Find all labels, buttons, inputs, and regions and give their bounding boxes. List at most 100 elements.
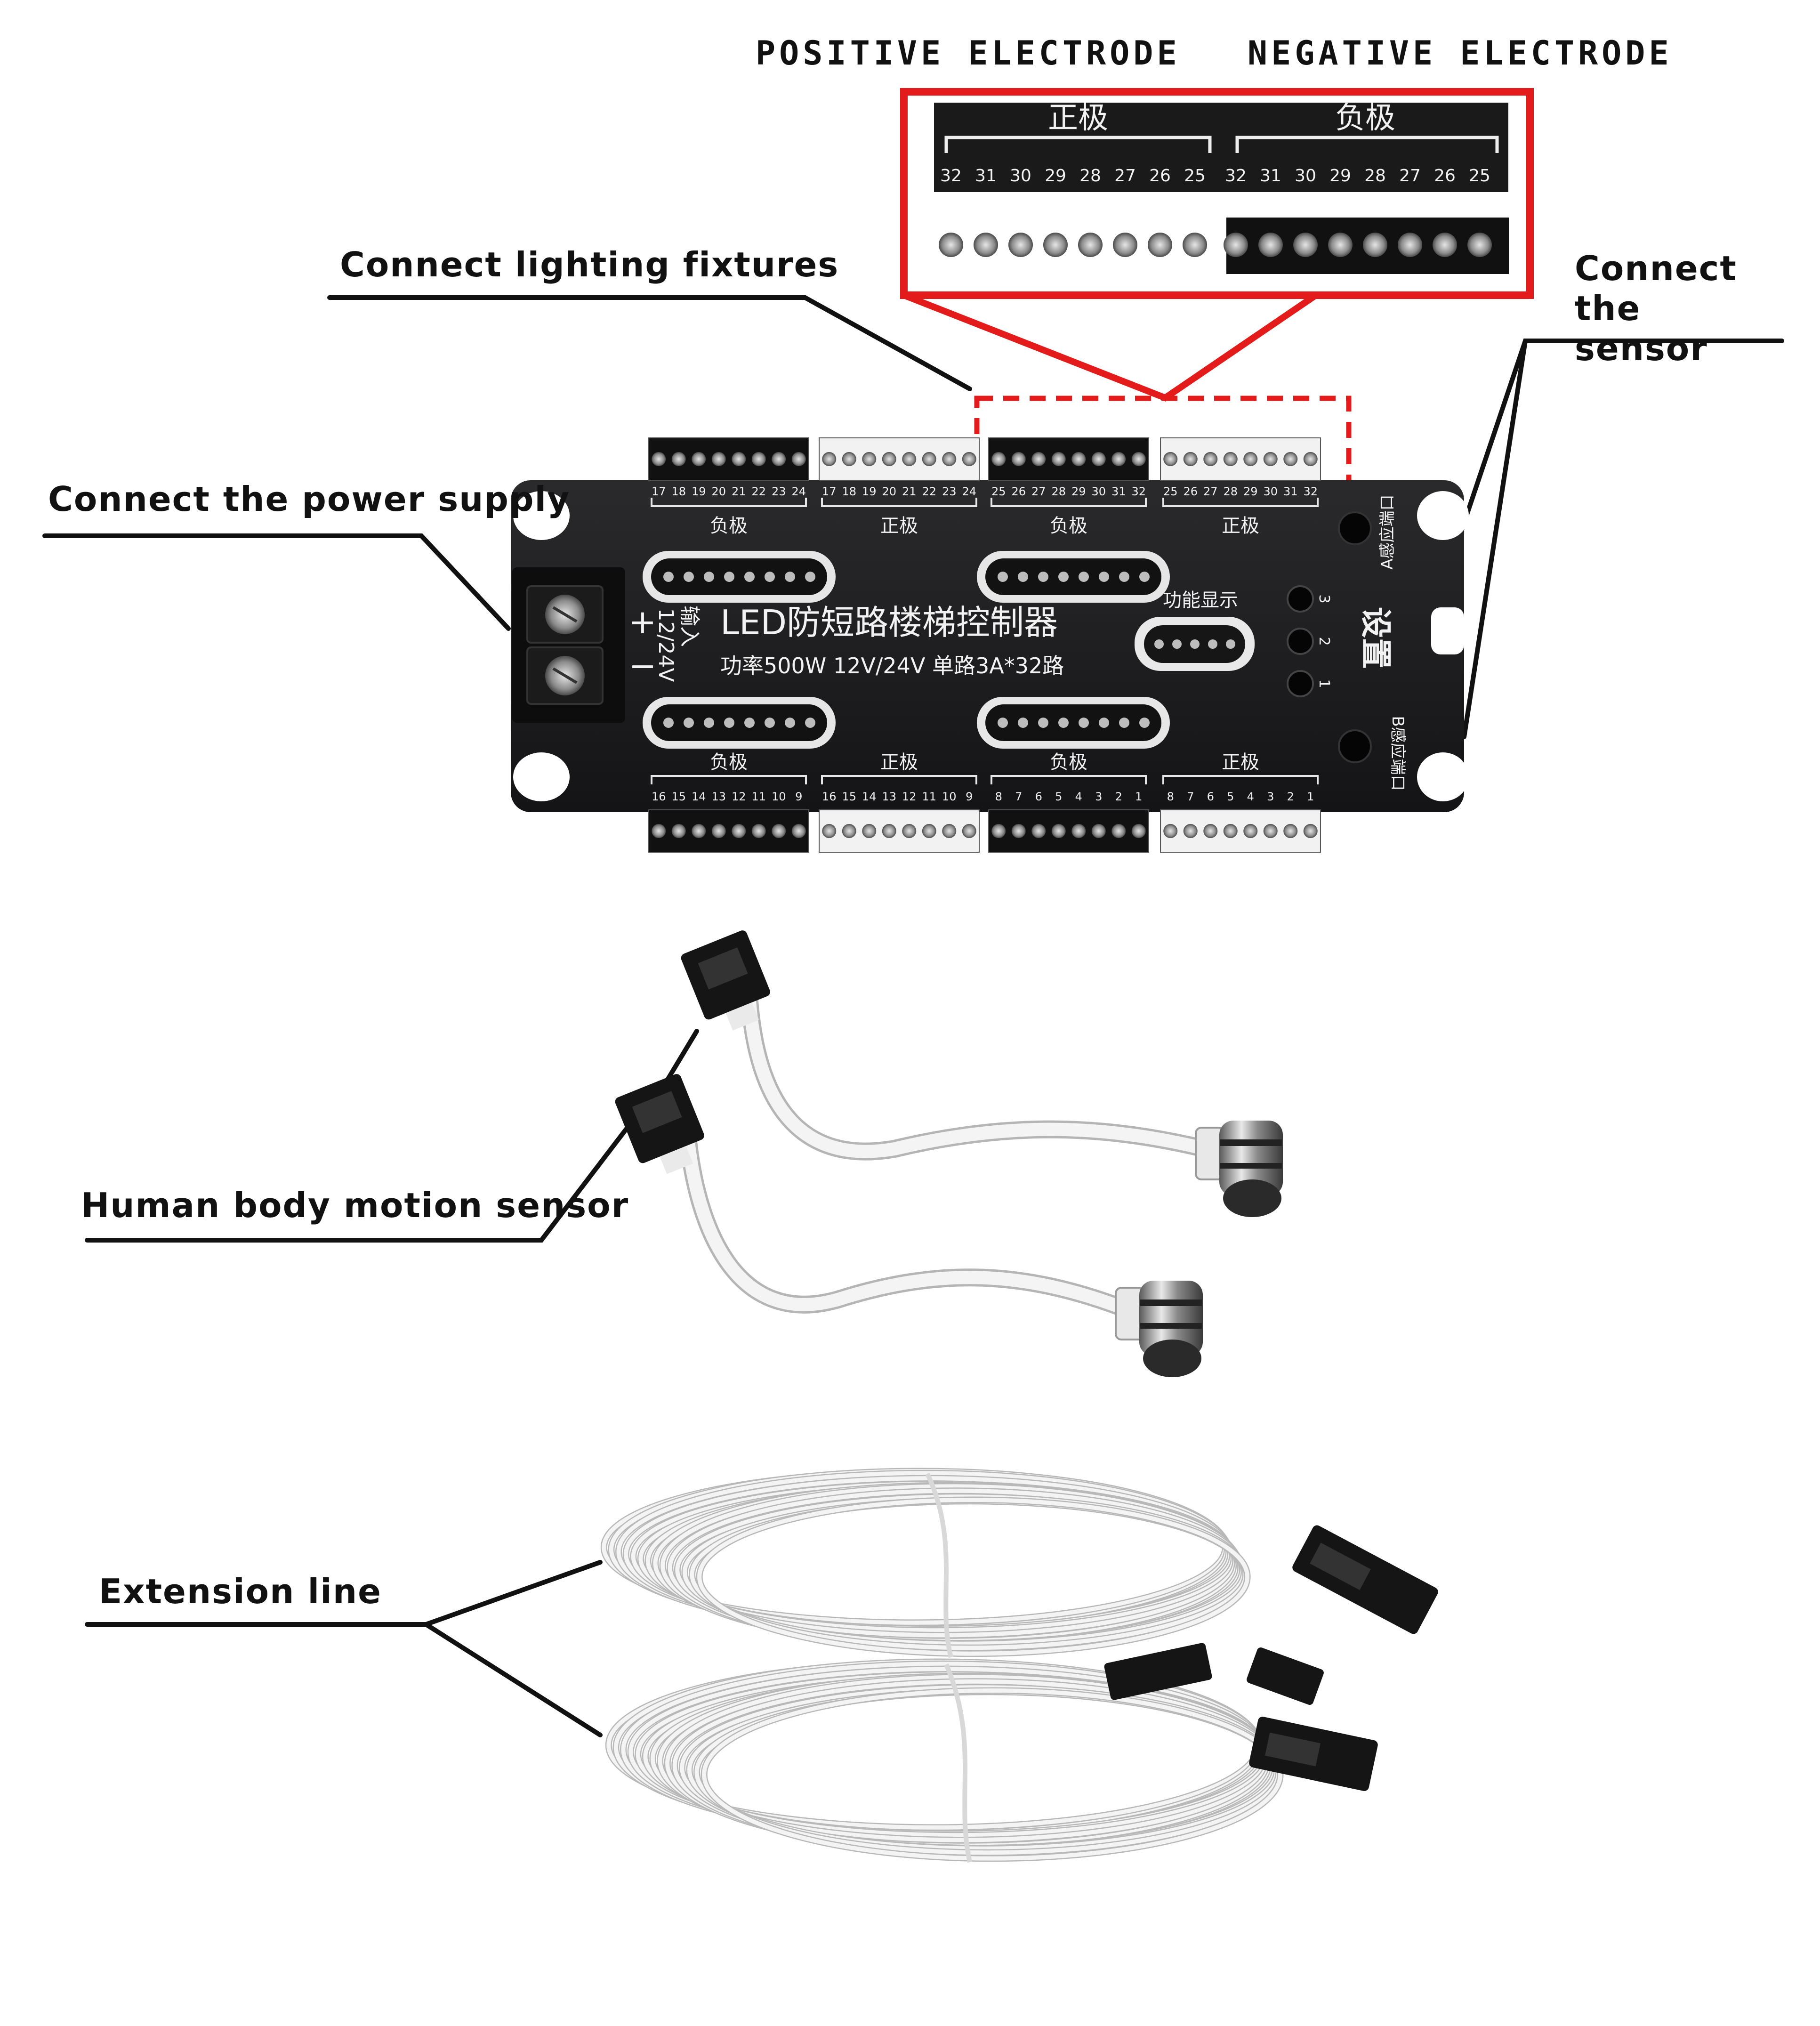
terminal-number: 8 <box>1167 790 1174 803</box>
terminal-screw[interactable] <box>1131 824 1146 838</box>
terminal-screw[interactable] <box>1131 452 1146 466</box>
sensor-port-b-label: B感应端口 <box>1388 716 1407 791</box>
terminal-screw[interactable] <box>1243 824 1258 838</box>
terminal-screw[interactable] <box>882 824 896 838</box>
terminal-screw[interactable] <box>991 824 1006 838</box>
terminal-screw[interactable] <box>1111 824 1126 838</box>
mount-hole-br <box>1417 752 1469 801</box>
terminal-screw[interactable] <box>942 452 957 466</box>
terminal-number: 24 <box>962 485 976 498</box>
sensor-port-a[interactable] <box>1338 511 1372 545</box>
function-display-pin <box>1190 639 1200 649</box>
setting-button-3[interactable] <box>1287 585 1314 613</box>
terminal-screw[interactable] <box>1051 452 1066 466</box>
terminal-screw[interactable] <box>732 824 746 838</box>
terminal-screw[interactable] <box>1091 824 1106 838</box>
terminal-screw[interactable] <box>1243 452 1258 466</box>
terminal-screw[interactable] <box>1163 824 1178 838</box>
terminal-screw[interactable] <box>791 824 806 838</box>
terminal-screw[interactable] <box>1283 452 1298 466</box>
terminal-screw[interactable] <box>1183 452 1198 466</box>
terminal-screw[interactable] <box>1051 824 1066 838</box>
setting-button-2[interactable] <box>1287 628 1314 655</box>
setting-button-1[interactable] <box>1287 670 1314 697</box>
terminal-screw[interactable] <box>751 824 766 838</box>
terminal-screw[interactable] <box>1071 824 1086 838</box>
terminal-screw[interactable] <box>791 452 806 466</box>
terminal-screw[interactable] <box>1011 452 1026 466</box>
terminal-screw[interactable] <box>1203 452 1218 466</box>
terminal-screw[interactable] <box>1223 824 1238 838</box>
terminal-number: 5 <box>1055 790 1062 803</box>
inset-negative-screw <box>1258 233 1283 257</box>
terminal-screw[interactable] <box>1223 452 1238 466</box>
terminal-screw[interactable] <box>842 824 856 838</box>
terminal-screw[interactable] <box>772 452 786 466</box>
terminal-screw[interactable] <box>922 824 936 838</box>
leader-sensor <box>1457 339 1784 539</box>
extension-coil-2 <box>605 1658 1284 1863</box>
terminal-screw[interactable] <box>991 452 1006 466</box>
terminal-screw[interactable] <box>732 452 746 466</box>
terminal-screw[interactable] <box>1283 824 1298 838</box>
terminal-screw[interactable] <box>652 452 666 466</box>
terminal-screw[interactable] <box>862 452 877 466</box>
inset-negative-bracket <box>1235 136 1499 153</box>
inset-negative-number: 32 <box>1225 166 1247 186</box>
terminal-screw[interactable] <box>652 824 666 838</box>
terminal-screw[interactable] <box>822 452 837 466</box>
terminal-screw[interactable] <box>902 452 917 466</box>
terminal-number: 28 <box>1223 485 1238 498</box>
terminal-screw[interactable] <box>1091 452 1106 466</box>
terminal-screw[interactable] <box>962 452 976 466</box>
terminal-screw[interactable] <box>882 452 896 466</box>
terminal-screw[interactable] <box>1303 824 1318 838</box>
terminal-screw[interactable] <box>922 452 936 466</box>
terminal-screw[interactable] <box>1163 452 1178 466</box>
terminal-screw[interactable] <box>751 452 766 466</box>
terminal-screw[interactable] <box>842 452 856 466</box>
power-terminal[interactable] <box>512 567 625 723</box>
terminal-screw[interactable] <box>942 824 957 838</box>
terminal-number: 4 <box>1075 790 1082 803</box>
terminal-screw[interactable] <box>1203 824 1218 838</box>
terminal-screw[interactable] <box>711 452 726 466</box>
terminal-screw[interactable] <box>1263 452 1278 466</box>
inset-negative-number: 27 <box>1399 166 1421 186</box>
terminal-screw[interactable] <box>902 824 917 838</box>
terminal-number: 22 <box>751 485 766 498</box>
terminal-screw[interactable] <box>1031 452 1046 466</box>
terminal-screw[interactable] <box>962 824 976 838</box>
inset-negative-screw <box>1293 233 1318 257</box>
leader-extension-b <box>424 1622 603 1737</box>
terminal-number: 16 <box>652 790 666 803</box>
terminal-screw[interactable] <box>1071 452 1086 466</box>
terminal-screw[interactable] <box>1303 452 1318 466</box>
terminal-screw[interactable] <box>862 824 877 838</box>
function-display-pin <box>1154 639 1164 649</box>
terminal-screw[interactable] <box>1183 824 1198 838</box>
terminal-screw[interactable] <box>1011 824 1026 838</box>
terminal-screw[interactable] <box>692 824 706 838</box>
setting-button-number: 1 <box>1316 679 1332 688</box>
terminal-screw[interactable] <box>1031 824 1046 838</box>
terminal-screw[interactable] <box>671 824 686 838</box>
terminal-screw[interactable] <box>1263 824 1278 838</box>
terminal-screw[interactable] <box>692 452 706 466</box>
terminal-screw[interactable] <box>1111 452 1126 466</box>
terminal-screw[interactable] <box>711 824 726 838</box>
terminal-screw[interactable] <box>772 824 786 838</box>
terminal-screw[interactable] <box>671 452 686 466</box>
terminal-number: 13 <box>711 790 726 803</box>
terminal-screw[interactable] <box>822 824 837 838</box>
sensor-port-b[interactable] <box>1338 729 1372 763</box>
